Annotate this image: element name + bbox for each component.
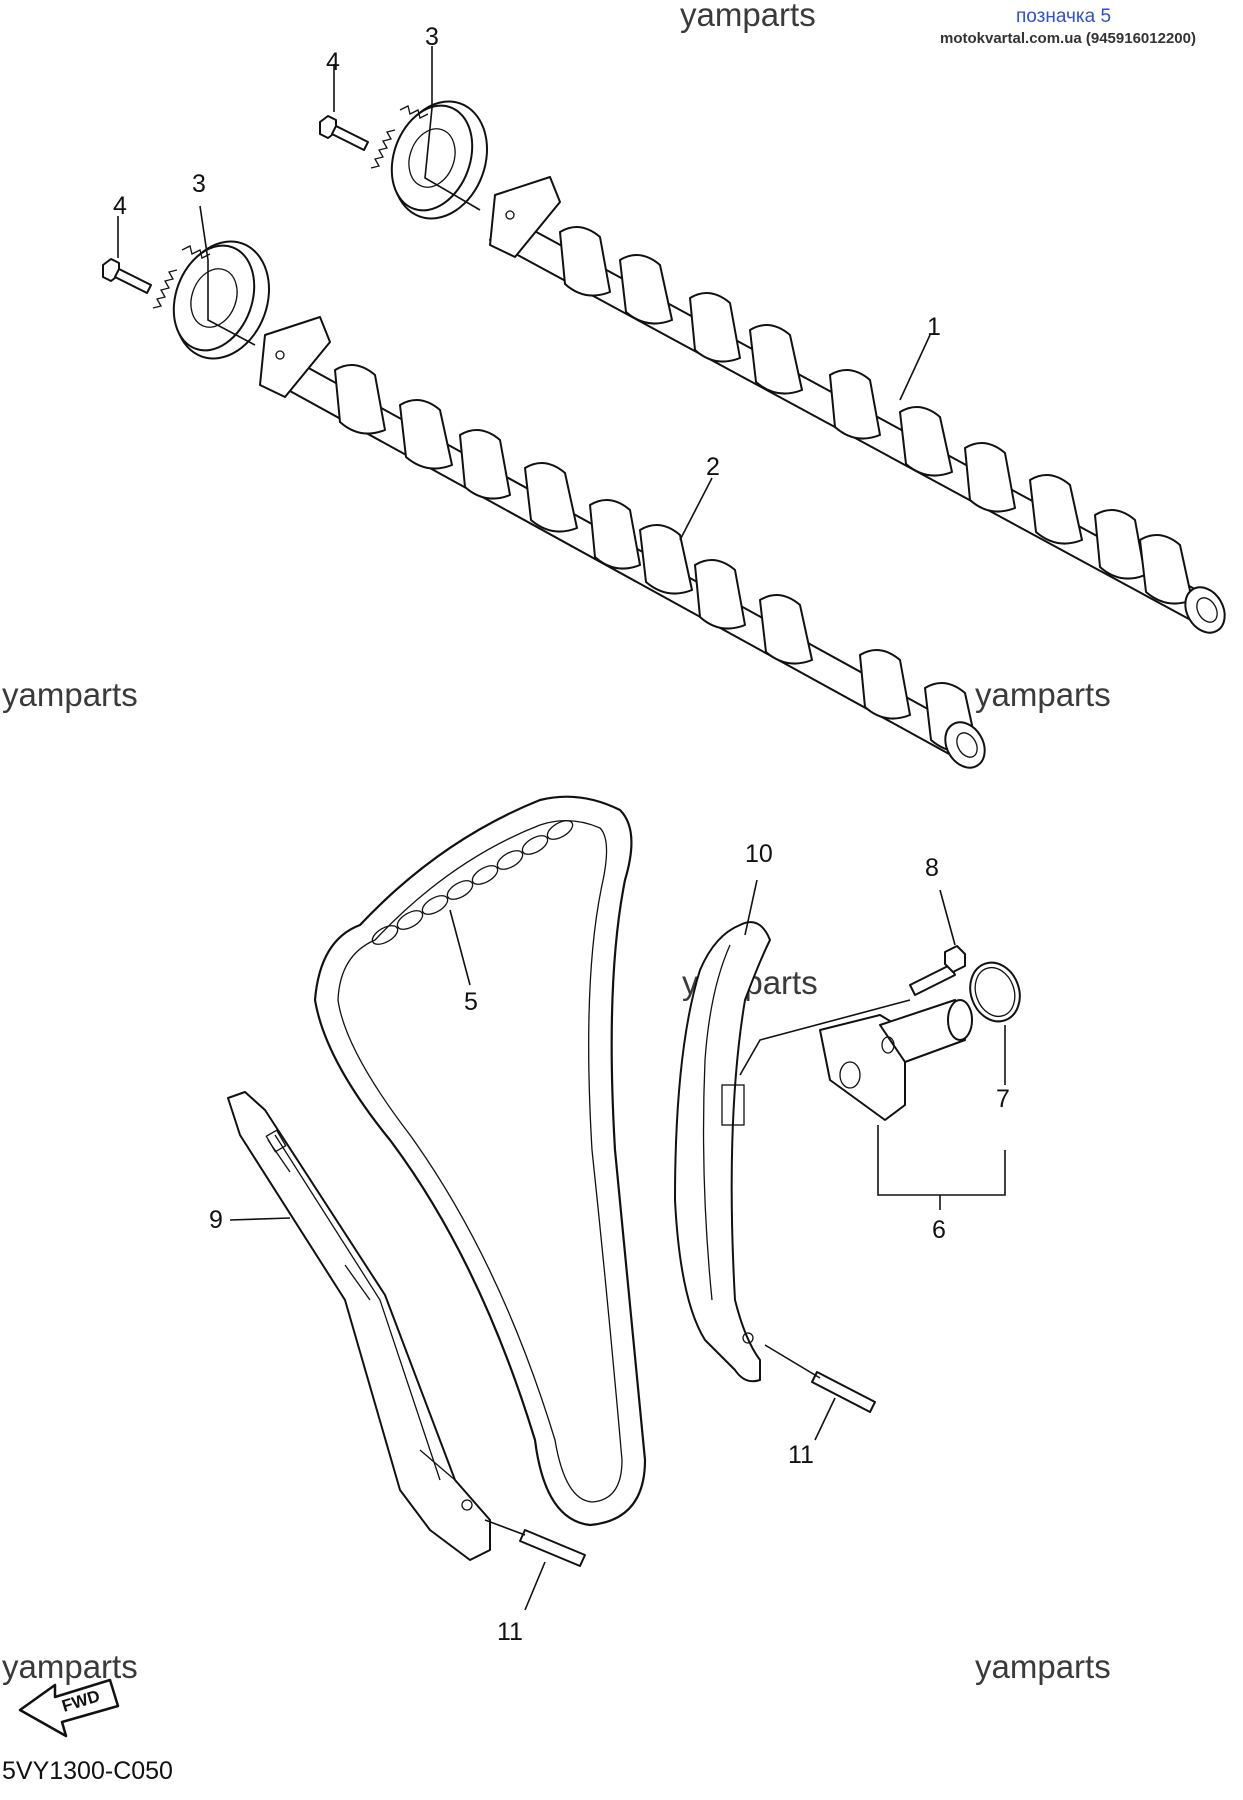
watermark: yamparts <box>975 1648 1111 1685</box>
diagram-code: 5VY1300-C050 <box>2 1757 173 1785</box>
header-tag: позначка 5 <box>1016 6 1111 27</box>
callout-4: 4 <box>326 48 340 76</box>
tensioner-gasket <box>969 961 1021 1023</box>
callout-9: 9 <box>209 1206 223 1234</box>
chain-guide-left <box>227 1091 491 1561</box>
callout-2: 2 <box>706 453 720 481</box>
callout-4: 4 <box>113 192 127 220</box>
guide-pin-left <box>519 1529 586 1567</box>
camshaft-intake <box>489 176 1226 634</box>
callout-1: 1 <box>927 313 941 341</box>
watermark: yamparts <box>2 676 138 713</box>
callout-3: 3 <box>192 170 206 198</box>
header-site: motokvartal.com.ua (945916012200) <box>940 30 1196 47</box>
callout-11: 11 <box>788 1441 814 1469</box>
guide-pin-right <box>811 1371 876 1413</box>
sprocket-bolt-lower <box>102 258 152 294</box>
callout-7: 7 <box>996 1085 1010 1113</box>
callout-8: 8 <box>925 854 939 882</box>
camshaft-exhaust <box>259 316 986 769</box>
watermark: yamparts <box>975 676 1111 713</box>
callout-3: 3 <box>425 23 439 51</box>
cam-sprocket-lower <box>152 240 271 360</box>
watermark: yamparts <box>680 0 816 33</box>
callout-10: 10 <box>745 840 773 868</box>
callout-6: 6 <box>932 1216 946 1244</box>
chain-guide-tensioner <box>674 921 771 1383</box>
watermark: yamparts <box>2 1648 138 1685</box>
fwd-arrow-icon: FWD <box>18 1678 120 1738</box>
chain-tensioner <box>819 999 973 1121</box>
callout-11: 11 <box>497 1618 523 1646</box>
timing-chain <box>313 795 647 1527</box>
cam-sprocket-upper <box>370 100 489 220</box>
sprocket-bolt-upper <box>319 115 369 151</box>
callout-5: 5 <box>464 988 478 1016</box>
tensioner-bolt <box>909 945 966 996</box>
